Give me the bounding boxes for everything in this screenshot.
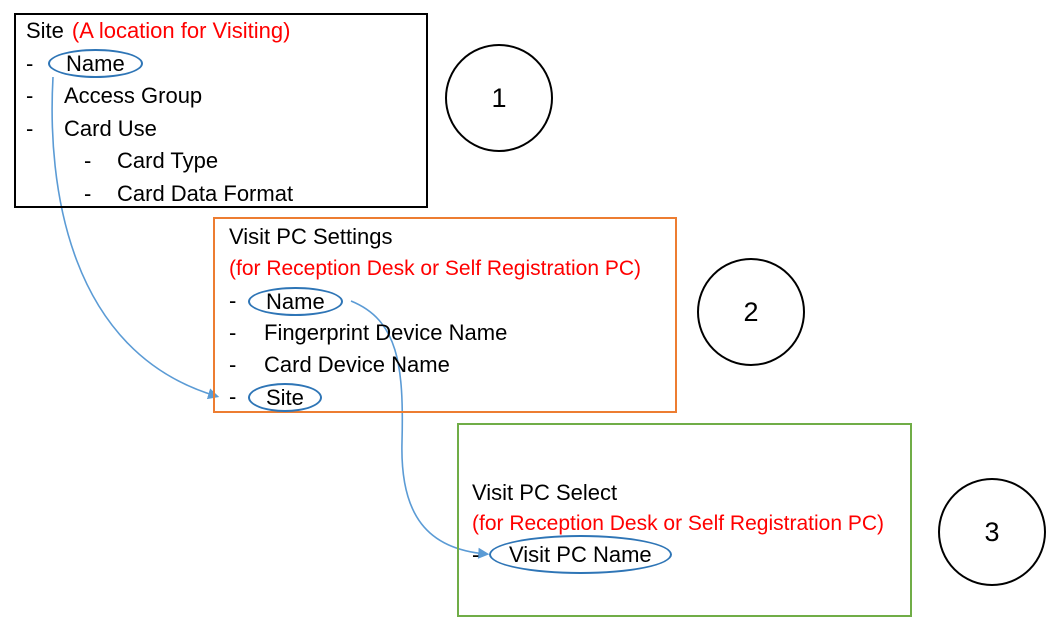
box-visit-pc-select-header: Visit PC Select xyxy=(472,477,910,508)
bullet-dash: - xyxy=(472,541,480,567)
bullet-dash: - xyxy=(229,352,237,377)
highlight-ellipse-pc-name: Name xyxy=(248,286,343,316)
item-label: Card Use xyxy=(64,115,157,141)
step-circle-3: 3 xyxy=(938,478,1046,586)
highlight-ellipse-pc-site: Site xyxy=(248,382,322,412)
list-item-card-use: - Card Use xyxy=(26,113,426,146)
bullet-dash: - xyxy=(229,384,237,409)
step-number: 1 xyxy=(491,82,507,113)
box-visit-pc-select-title: Visit PC Select xyxy=(472,479,618,505)
box-visit-pc-select-subtitle: (for Reception Desk or Self Registration… xyxy=(472,511,884,535)
bullet-dash: - xyxy=(229,288,237,313)
list-item-pc-name: - Name xyxy=(229,285,675,317)
list-item-fingerprint-device-name: - Fingerprint Device Name xyxy=(229,317,675,349)
bullet-dash: - xyxy=(84,180,92,206)
box-site-header: Site (A location for Visiting) xyxy=(26,15,426,48)
bullet-dash: - xyxy=(229,320,237,345)
step-number: 2 xyxy=(743,296,759,327)
item-label: Access Group xyxy=(64,83,203,109)
box-visit-pc-settings-subtitle: (for Reception Desk or Self Registration… xyxy=(229,257,641,280)
list-item-access-group: - Access Group xyxy=(26,80,426,113)
item-label: Card Device Name xyxy=(264,352,450,377)
step-circle-2: 2 xyxy=(697,258,805,366)
bullet-dash: - xyxy=(26,50,34,76)
box-visit-pc-settings: Visit PC Settings (for Reception Desk or… xyxy=(213,217,677,413)
list-item-visit-pc-name: - Visit PC Name xyxy=(472,535,910,574)
item-label: Fingerprint Device Name xyxy=(264,320,508,345)
list-item-card-device-name: - Card Device Name xyxy=(229,349,675,381)
list-item-card-type: - Card Type xyxy=(26,145,426,178)
list-item-pc-site: - Site xyxy=(229,381,675,413)
box-site-subtitle: (A location for Visiting) xyxy=(71,18,291,44)
box-visit-pc-select: Visit PC Select (for Reception Desk or S… xyxy=(457,423,912,617)
list-item-site-name: - Name xyxy=(26,48,426,81)
item-label: Card Type xyxy=(117,148,219,174)
box-visit-pc-settings-header: Visit PC Settings xyxy=(229,221,675,253)
highlight-ellipse-visit-pc-name: Visit PC Name xyxy=(489,535,672,574)
bullet-dash: - xyxy=(26,115,34,141)
bullet-dash: - xyxy=(26,83,34,109)
box-visit-pc-settings-title: Visit PC Settings xyxy=(229,224,393,249)
highlight-ellipse-site-name: Name xyxy=(48,49,143,79)
step-circle-1: 1 xyxy=(445,44,553,152)
box-site: Site (A location for Visiting) - Name - … xyxy=(14,13,428,208)
list-item-card-data-format: - Card Data Format xyxy=(26,178,426,211)
bullet-dash: - xyxy=(84,148,92,174)
item-label: Card Data Format xyxy=(117,180,294,206)
box-site-title: Site xyxy=(26,18,64,44)
step-number: 3 xyxy=(984,516,1000,547)
